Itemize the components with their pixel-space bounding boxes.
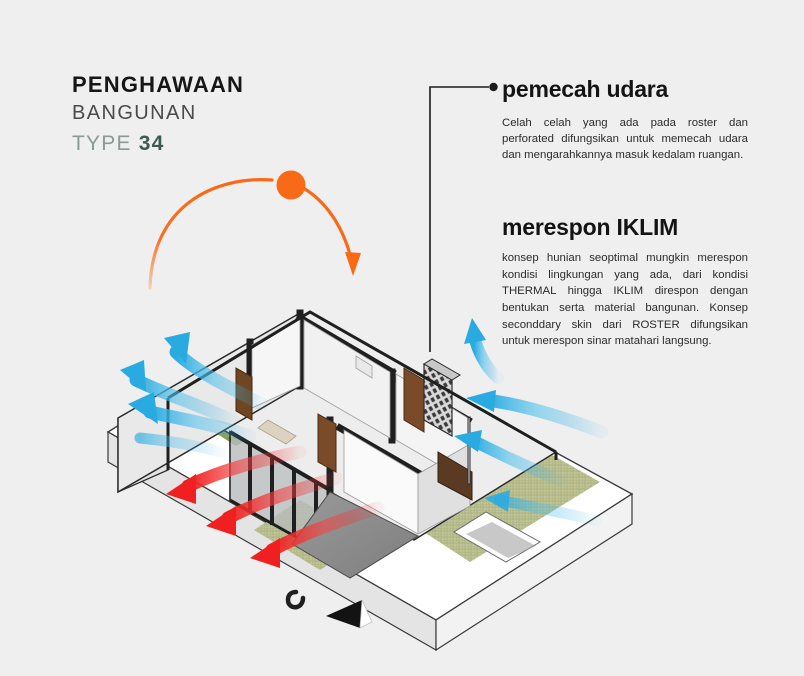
blue-intake-4-head (484, 490, 510, 512)
blue-arrow-2-tail (143, 405, 257, 443)
north-arrow-icon (326, 600, 362, 628)
ground-slab-edge-right (435, 492, 633, 652)
room-wall-2 (303, 319, 391, 439)
red-arrow-3-head (250, 538, 280, 568)
north-arrow-tail (359, 599, 373, 629)
page-title: PENGHAWAAN (72, 72, 245, 97)
red-arrow-2-head (206, 506, 236, 536)
type-number: 34 (138, 131, 165, 155)
furniture-1 (355, 355, 373, 379)
door-2-icon (403, 367, 425, 433)
blue-arrow-3-head (164, 332, 190, 364)
north-arrow-letter-icon (285, 589, 306, 610)
rear-water-shadow (466, 522, 536, 558)
red-airflow-arrow-icon (166, 445, 385, 568)
iklim-body-text: konsep hunian seoptimal mungkin merespon… (502, 252, 748, 348)
iklim-heading: merespon IKLIM (502, 214, 679, 240)
blue-airflow-arrow-icon (120, 332, 269, 458)
red-arrow-2-tail (221, 471, 343, 525)
red-arrow-1-tail (181, 445, 307, 493)
callout-heading: pemecah udara (502, 76, 669, 102)
living-floor (291, 491, 420, 579)
type-word: TYPE (72, 131, 132, 155)
house-type-label: TYPE 34 (72, 131, 372, 157)
blue-intake-1-tail (479, 393, 609, 439)
sun-path-arc-icon (148, 178, 274, 290)
blue-intake-2-head (454, 430, 482, 452)
furniture-bed (257, 419, 297, 445)
title-block: PENGHAWAAN BANGUNAN TYPE 34 (72, 72, 372, 157)
kitchen-counter (437, 451, 473, 501)
blue-intake-3-head (464, 318, 486, 344)
sun-icon (276, 170, 306, 200)
callout-body-text: Celah celah yang ada pada roster dan per… (502, 117, 748, 162)
sun-path-arrowhead-icon (345, 252, 361, 276)
roof-ridge-lines (167, 310, 557, 454)
red-arrow-3-tail (265, 501, 385, 557)
furniture-accents (257, 355, 373, 445)
red-arrow-1-head (166, 474, 196, 504)
leader-dot-icon (489, 82, 498, 92)
page-subtitle: BANGUNAN (72, 101, 197, 124)
interior-room-faces (251, 316, 471, 535)
leader-line-icon (429, 86, 489, 352)
blue-arrow-1-head (120, 360, 146, 392)
blue-intake-arrow-icon (454, 318, 609, 526)
roster-top (423, 358, 461, 381)
blue-arrow-4-tail (134, 432, 228, 458)
blue-arrow-2-head (128, 392, 158, 424)
blue-intake-1-head (466, 390, 496, 412)
